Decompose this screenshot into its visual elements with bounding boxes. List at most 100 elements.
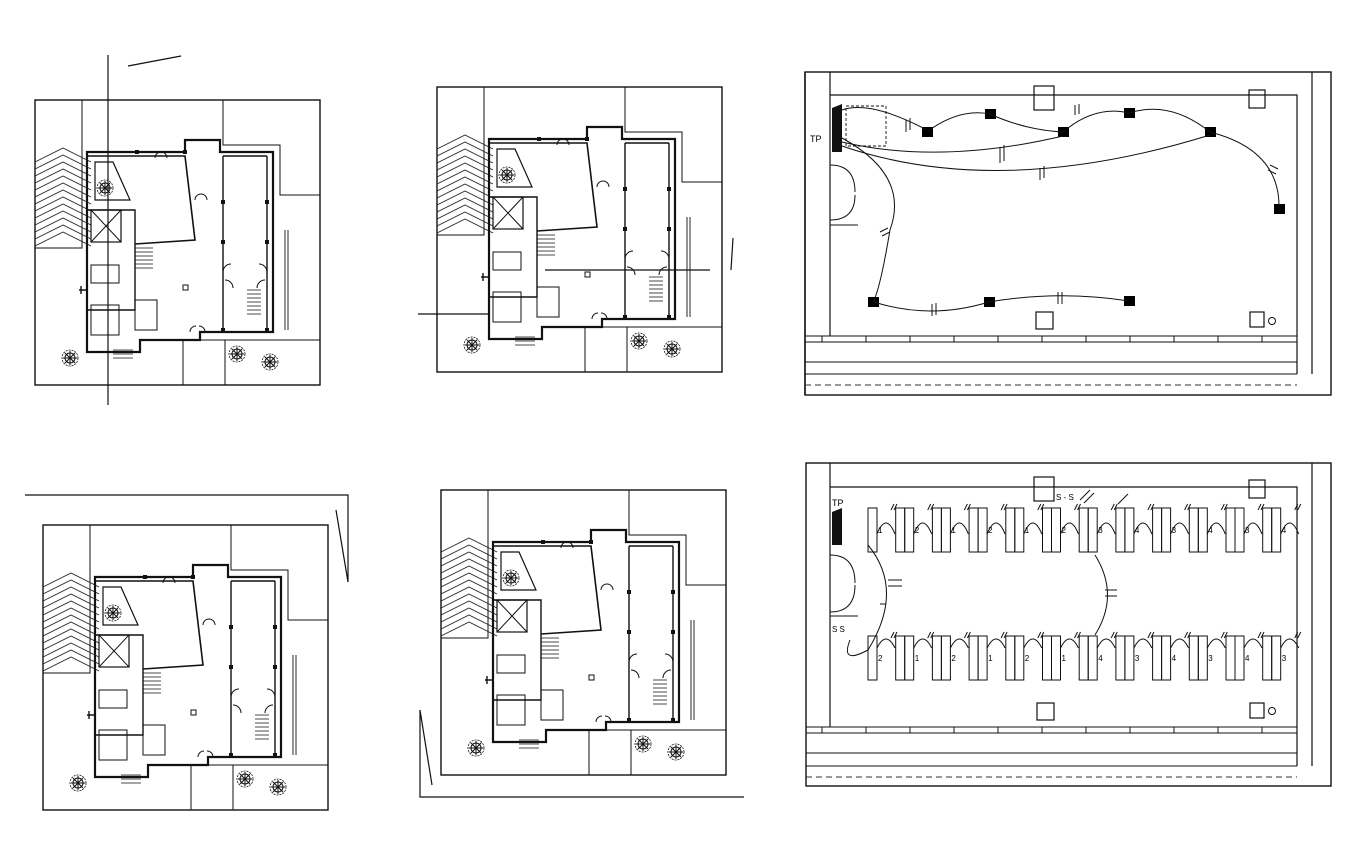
section-line	[107, 55, 182, 405]
panel-label: TP	[832, 498, 844, 508]
switch-label: S - S	[1056, 493, 1074, 502]
outlet-circuit-arc	[1096, 522, 1116, 535]
receptacle-mark	[1147, 631, 1155, 639]
circuit-number: 2	[1025, 654, 1030, 663]
outlet-circuit-arc	[1280, 638, 1300, 649]
outlet-circuit-arc	[949, 522, 969, 535]
panel-icon	[832, 508, 842, 545]
outlet-circuit-arc	[949, 638, 969, 649]
seat-block	[1197, 507, 1208, 553]
light-fixtures	[868, 108, 1285, 307]
seat-block	[1115, 507, 1126, 553]
receptacle-mark	[1074, 631, 1081, 639]
outlet-circuit-arc	[1133, 522, 1153, 535]
seat-block	[904, 507, 915, 553]
seat-block	[1051, 507, 1061, 553]
outlet-circuit-arc	[913, 638, 933, 649]
seat-block	[1197, 635, 1208, 681]
column	[1249, 311, 1265, 328]
circuit-number: 1	[1062, 654, 1067, 663]
receptacle-mark	[1220, 503, 1228, 511]
seat-block	[1124, 507, 1135, 553]
seat-block	[1271, 507, 1282, 553]
seat-block	[1161, 507, 1172, 553]
circuit-number: 2	[915, 526, 920, 535]
seat-block	[1042, 635, 1052, 681]
receptacle-mark	[963, 631, 971, 639]
seat-block	[931, 507, 942, 553]
outlet-circuit-arc	[986, 638, 1006, 649]
outlet-circuit-arc	[1280, 522, 1300, 535]
seat-block	[1005, 507, 1016, 553]
outlet-circuit-arc	[1170, 638, 1190, 649]
seat-block	[904, 635, 915, 681]
seat-block	[1188, 507, 1199, 553]
outlet-circuit-arc	[913, 522, 933, 535]
seat-block	[1051, 635, 1061, 681]
seat-block	[1087, 507, 1098, 553]
column	[1035, 311, 1054, 330]
seat-block	[895, 507, 906, 553]
circuit-number: 2	[951, 654, 956, 663]
seat-block	[968, 635, 979, 681]
seat-block	[940, 635, 951, 681]
seat-block	[1005, 635, 1016, 681]
circuit-number: 1	[1025, 526, 1030, 535]
seat-block	[1225, 635, 1236, 681]
seat-block	[1014, 635, 1025, 681]
receptacle-mark	[963, 503, 971, 511]
column	[1036, 702, 1055, 721]
column	[1249, 702, 1265, 719]
receptacle-mark	[1110, 503, 1118, 511]
outlet-circuit-arc	[1206, 522, 1226, 535]
circuit-number: 1	[915, 654, 920, 663]
receptacle-mark	[1000, 503, 1008, 511]
electrical-lighting-plan: TP	[804, 71, 1332, 396]
receptacle-mark	[890, 631, 898, 639]
outlet-circuit-arc	[1170, 522, 1190, 535]
circuit-number: 1	[988, 654, 993, 663]
circuit-number: 3	[1135, 654, 1140, 663]
panel-label: TP	[810, 134, 822, 144]
seat-block	[1152, 507, 1163, 553]
outlet-circuit-arc	[1243, 522, 1263, 535]
seat-block	[977, 635, 988, 681]
receptacle-mark	[1000, 631, 1008, 639]
circuit-number: 3	[1208, 654, 1213, 663]
outlet-circuit-arc	[1206, 638, 1226, 649]
seat-block	[1152, 635, 1163, 681]
outlet-circuit-arc	[1060, 638, 1079, 649]
seat-block	[1124, 635, 1135, 681]
seat-block	[1042, 507, 1052, 553]
outlet-circuit-arc	[876, 522, 896, 535]
seat-block	[1188, 635, 1199, 681]
panel-icon	[832, 104, 842, 152]
circuit-number: 2	[1062, 526, 1067, 535]
circuit-number: 3	[1282, 654, 1287, 663]
receptacle-mark	[1294, 503, 1302, 511]
seat-block	[977, 507, 988, 553]
seat-block	[940, 507, 951, 553]
receptacle-mark	[927, 631, 935, 639]
column	[1248, 89, 1266, 109]
seat-block	[1271, 635, 1282, 681]
receptacle-mark	[1294, 631, 1302, 639]
circuit-number: 2	[878, 654, 883, 663]
seat-block	[1078, 635, 1089, 681]
receptacle-mark	[927, 503, 935, 511]
outlet-circuit-arc	[1133, 638, 1153, 649]
outlet-circuit-arc	[1023, 638, 1043, 649]
outlet-circuit-arc	[986, 522, 1006, 535]
circuit-number: 4	[1282, 526, 1287, 535]
seat-block	[968, 507, 979, 553]
section-line	[418, 237, 734, 315]
outlet-circuit-arc	[1060, 522, 1079, 535]
seat-block	[1161, 635, 1172, 681]
receptacle-mark	[1147, 503, 1155, 511]
seat-block	[1262, 507, 1273, 553]
seat-block	[867, 507, 878, 553]
column	[1033, 85, 1055, 111]
circuit-number: 4	[1245, 654, 1250, 663]
